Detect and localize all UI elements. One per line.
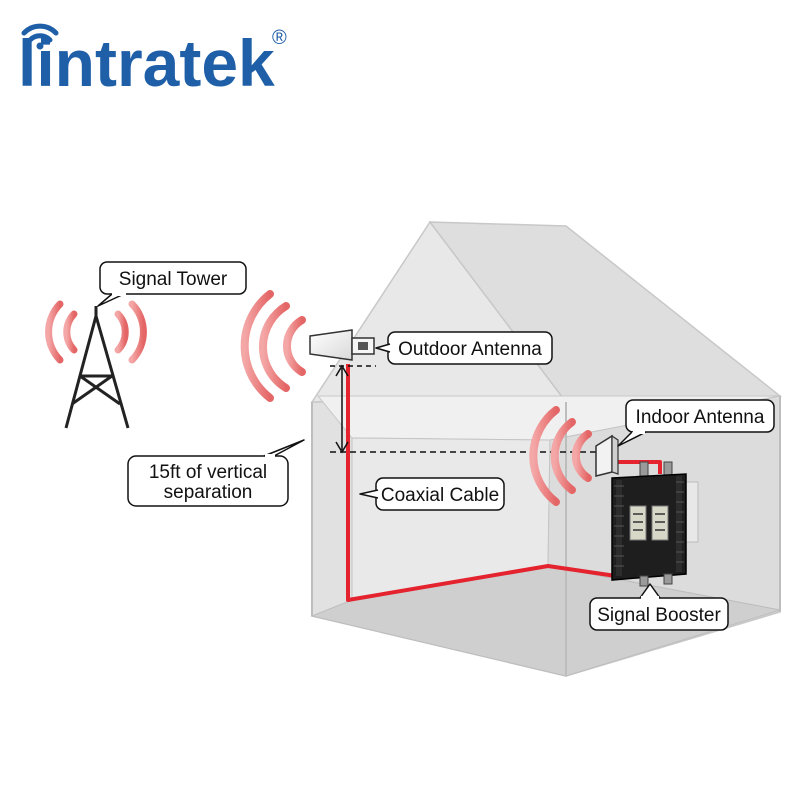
signal-booster-icon — [611, 461, 699, 587]
indoor-antenna-callout: Indoor Antenna — [617, 399, 775, 447]
indoor-antenna-label: Indoor Antenna — [636, 407, 765, 428]
brand-logo: lintratek ® — [18, 23, 287, 100]
vertical-separation-callout: 15ft of vertical separation — [127, 439, 305, 507]
signal-tower-callout: Signal Tower — [97, 261, 247, 307]
brand-name: lintratek — [18, 26, 275, 100]
vertical-separation-label-line1: 15ft of vertical — [149, 462, 267, 483]
coaxial-cable-callout: Coaxial Cable — [359, 477, 505, 511]
signal-booster-label: Signal Booster — [597, 605, 721, 626]
outdoor-antenna-callout: Outdoor Antenna — [375, 331, 553, 365]
indoor-antenna-icon — [595, 434, 619, 477]
registered-mark: ® — [272, 27, 287, 49]
signal-wave-icon — [45, 300, 147, 364]
coaxial-cable-label: Coaxial Cable — [381, 485, 499, 506]
vertical-separation-label-line2: separation — [164, 482, 253, 503]
signal-tower-label: Signal Tower — [119, 269, 228, 290]
outdoor-antenna-label: Outdoor Antenna — [398, 339, 542, 360]
signal-tower-icon — [64, 306, 130, 429]
outdoor-antenna-icon — [309, 329, 375, 361]
signal-wave-icon — [529, 406, 592, 506]
wifi-icon — [21, 23, 59, 50]
signal-booster-callout: Signal Booster — [589, 583, 729, 631]
signal-wave-icon — [240, 290, 306, 402]
